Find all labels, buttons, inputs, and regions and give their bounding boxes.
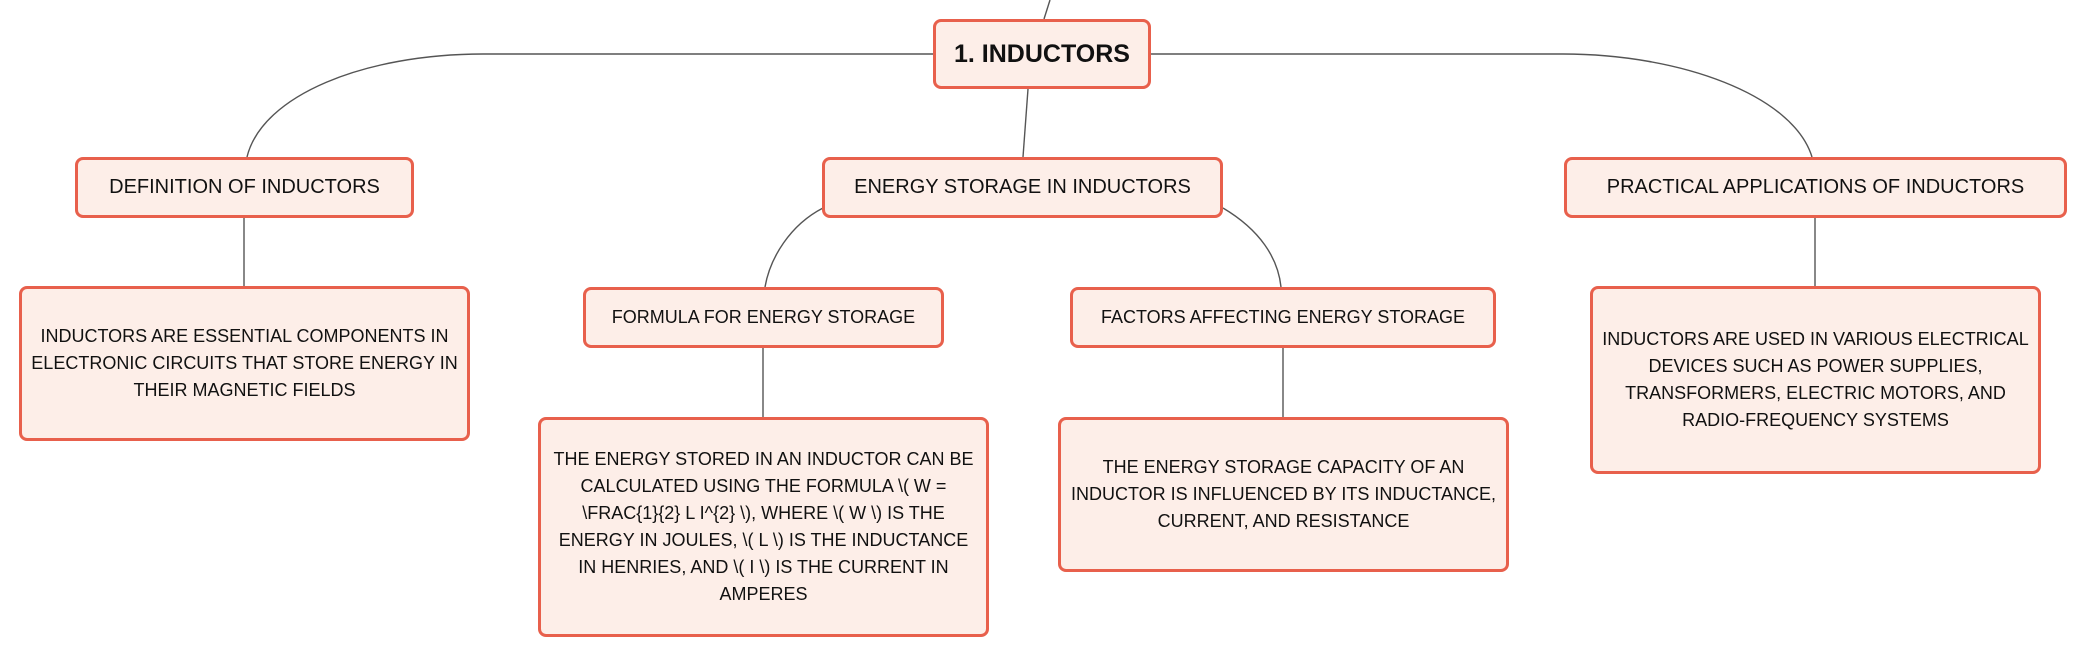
description-text-factors: THE ENERGY STORAGE CAPACITY OF AN INDUCT…: [1070, 457, 1497, 531]
description-node-applications[interactable]: INDUCTORS ARE USED IN VARIOUS ELECTRICAL…: [1590, 286, 2041, 474]
description-node-factors[interactable]: THE ENERGY STORAGE CAPACITY OF AN INDUCT…: [1058, 417, 1509, 572]
subtopic-node-formula[interactable]: FORMULA FOR ENERGY STORAGE: [583, 287, 944, 348]
description-text-applications: INDUCTORS ARE USED IN VARIOUS ELECTRICAL…: [1602, 329, 2029, 430]
description-text-formula: THE ENERGY STORED IN AN INDUCTOR CAN BE …: [553, 449, 974, 604]
description-node-formula[interactable]: THE ENERGY STORED IN AN INDUCTOR CAN BE …: [538, 417, 989, 637]
subtopic-label-factors: FACTORS AFFECTING ENERGY STORAGE: [1100, 307, 1466, 327]
topic-node-definition[interactable]: DEFINITION OF INDUCTORS: [75, 157, 414, 218]
connector-root-to-definition: [246, 53, 933, 158]
connector-energy-to-factors: [1222, 207, 1282, 288]
topic-label-definition: DEFINITION OF INDUCTORS: [109, 176, 380, 198]
connector-root-to-energy: [1022, 88, 1029, 158]
description-text-definition: INDUCTORS ARE ESSENTIAL COMPONENTS IN EL…: [31, 326, 458, 400]
topic-node-energy-storage[interactable]: ENERGY STORAGE IN INDUCTORS: [822, 157, 1223, 218]
connector-root-to-applications: [1151, 53, 1813, 158]
subtopic-node-factors[interactable]: FACTORS AFFECTING ENERGY STORAGE: [1070, 287, 1496, 348]
description-node-definition[interactable]: INDUCTORS ARE ESSENTIAL COMPONENTS IN EL…: [19, 286, 470, 441]
topic-label-applications: PRACTICAL APPLICATIONS OF INDUCTORS: [1606, 176, 2025, 198]
connector-root-parent: [1043, 0, 1051, 20]
topic-node-applications[interactable]: PRACTICAL APPLICATIONS OF INDUCTORS: [1564, 157, 2067, 218]
root-topic-node[interactable]: 1. INDUCTORS: [933, 19, 1151, 89]
subtopic-label-formula: FORMULA FOR ENERGY STORAGE: [611, 307, 916, 327]
root-topic-label: 1. INDUCTORS: [954, 39, 1130, 68]
connector-energy-to-formula: [764, 207, 824, 288]
topic-label-energy-storage: ENERGY STORAGE IN INDUCTORS: [854, 176, 1191, 198]
